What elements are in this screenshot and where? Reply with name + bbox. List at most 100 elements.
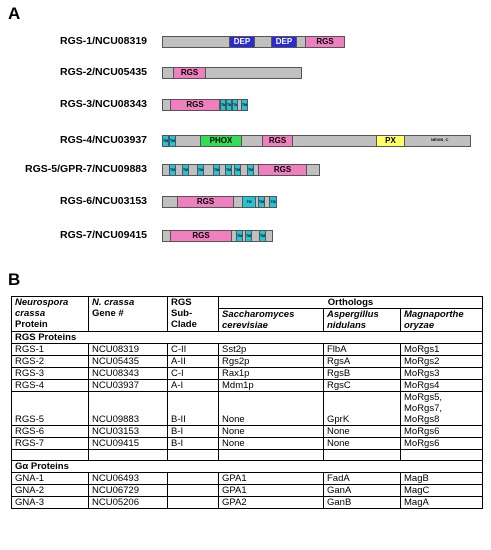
domain-tm: TM xyxy=(220,99,226,111)
empty-cell xyxy=(400,449,483,461)
protein-label: RGS-4/NCU03937 xyxy=(60,134,147,146)
cell-gene: NCU05206 xyxy=(88,496,168,509)
cell-protein: RGS-2 xyxy=(11,355,89,368)
cell-s-cerevisiae: GPA2 xyxy=(218,496,324,509)
domain-tm: TM xyxy=(225,164,232,176)
cell-clade: A-II xyxy=(167,355,219,368)
header-gene-line1: N. crassa xyxy=(92,297,135,308)
cell-m-oryzae: MagB xyxy=(400,472,483,485)
domain-tm: TM xyxy=(236,230,243,242)
cell-m-oryzae: MoRgs6 xyxy=(400,437,483,450)
m-oryzae-value: MoRgs6 xyxy=(404,438,440,449)
cell-clade: C-II xyxy=(167,343,219,356)
domain-tm: TM xyxy=(258,196,265,208)
cell-clade xyxy=(167,496,219,509)
cell-gene: NCU03937 xyxy=(88,379,168,392)
domain-tm: TM xyxy=(245,230,252,242)
protein-label: RGS-7/NCU09415 xyxy=(60,229,147,241)
panel-b-label: B xyxy=(8,270,21,289)
orthologs-table: Neurospora crassa Protein N. crassa Gene… xyxy=(11,296,483,509)
domain-tm: TM xyxy=(269,196,277,208)
cell-s-cerevisiae: Rax1p xyxy=(218,367,324,380)
header-protein-line3: Protein xyxy=(15,319,48,330)
header-mo-line2: oryzae xyxy=(404,320,435,331)
cell-a-nidulans: FadA xyxy=(323,472,401,485)
domain-tm: TM xyxy=(232,99,238,111)
domain-tm: TM xyxy=(169,164,176,176)
section-row: RGS Proteins xyxy=(11,331,483,344)
section-title: RGS Proteins xyxy=(11,331,483,344)
cell-protein: GNA-1 xyxy=(11,472,89,485)
cell-gene: NCU06493 xyxy=(88,472,168,485)
domain-px: PX xyxy=(376,135,405,147)
cell-a-nidulans: RgsC xyxy=(323,379,401,392)
cell-clade: B-II xyxy=(167,391,219,426)
domain-dep: DEP xyxy=(271,36,297,48)
header-gene-line2: Gene # xyxy=(92,308,124,319)
cell-a-nidulans: GanB xyxy=(323,496,401,509)
cell-gene: NCU03153 xyxy=(88,425,168,438)
cell-clade: C-I xyxy=(167,367,219,380)
panel-a-label: A xyxy=(8,4,21,23)
cell-clade: B-I xyxy=(167,425,219,438)
cell-a-nidulans: FlbA xyxy=(323,343,401,356)
protein-label: RGS-5/GPR-7/NCU09883 xyxy=(25,163,147,175)
m-oryzae-value: MoRgs6 xyxy=(404,426,440,437)
domain-rgs: RGS xyxy=(258,164,307,176)
cell-m-oryzae: MoRgs4 xyxy=(400,379,483,392)
header-mo-line1: Magnaporthe xyxy=(404,309,464,320)
domain-tm: TM xyxy=(242,196,256,208)
cell-a-nidulans: GprK xyxy=(323,391,401,426)
domain-tm: TM xyxy=(259,230,266,242)
protein-label: RGS-2/NCU05435 xyxy=(60,66,147,78)
header-gene: N. crassa Gene # xyxy=(88,296,168,332)
header-clade-line3: Clade xyxy=(171,319,197,330)
cell-protein: RGS-5 xyxy=(11,391,89,426)
header-protein: Neurospora crassa Protein xyxy=(11,296,89,332)
header-sc-line1: Saccharomyces xyxy=(222,309,295,320)
m-oryzae-value: MagC xyxy=(404,485,430,496)
cell-a-nidulans: None xyxy=(323,437,401,450)
domain-tm: TM xyxy=(197,164,204,176)
table-header-row: Neurospora crassa Protein N. crassa Gene… xyxy=(11,296,483,332)
domain-tm: TM xyxy=(169,135,176,147)
cell-protein: RGS-1 xyxy=(11,343,89,356)
domain-tm: TM xyxy=(162,135,169,147)
domain-rgs: RGS xyxy=(262,135,293,147)
cell-protein: RGS-6 xyxy=(11,425,89,438)
domain-tm: TM xyxy=(241,99,248,111)
cell-m-oryzae: MoRgs2 xyxy=(400,355,483,368)
cell-s-cerevisiae: None xyxy=(218,437,324,450)
cell-protein: RGS-7 xyxy=(11,437,89,450)
domain-tm: TM xyxy=(234,164,241,176)
header-protein-line1: Neurospora xyxy=(15,297,69,308)
cell-s-cerevisiae: None xyxy=(218,391,324,426)
protein-label: RGS-6/NCU03153 xyxy=(60,195,147,207)
domain-tm: TM xyxy=(213,164,220,176)
spacer-row xyxy=(11,449,483,461)
cell-s-cerevisiae: Sst2p xyxy=(218,343,324,356)
cell-clade xyxy=(167,472,219,485)
domain-rgs: RGS xyxy=(170,230,232,242)
cell-m-oryzae: MagC xyxy=(400,484,483,497)
section-title: Gα Proteins xyxy=(11,460,483,473)
domain-tm: TM xyxy=(182,164,189,176)
header-s-cerevisiae: Saccharomyces cerevisiae xyxy=(218,308,324,332)
domain-rgs: RGS xyxy=(173,67,206,79)
cell-gene: NCU08343 xyxy=(88,367,168,380)
cell-protein: RGS-3 xyxy=(11,367,89,380)
cell-gene: NCU09883 xyxy=(88,391,168,426)
m-oryzae-value: MoRgs5, xyxy=(404,392,443,403)
domain-phox: PHOX xyxy=(200,135,242,147)
cell-protein: GNA-3 xyxy=(11,496,89,509)
